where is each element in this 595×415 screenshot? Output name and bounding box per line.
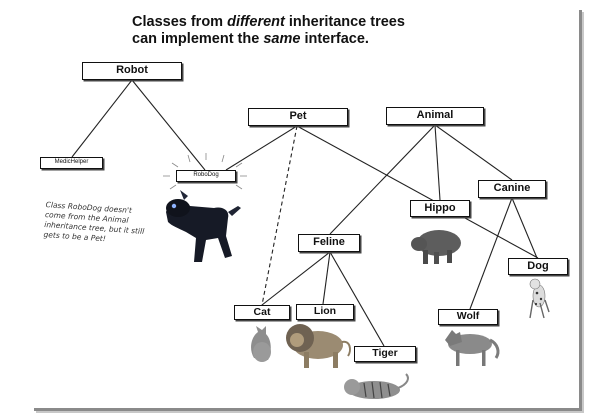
class-box-hippo: Hippo: [410, 200, 470, 217]
class-box-pet: Pet: [248, 108, 348, 126]
edge-feline-cat: [261, 251, 331, 306]
lion-image: [286, 324, 351, 368]
robodog-image: [166, 190, 241, 262]
edge-animal-hippo: [434, 124, 441, 201]
class-box-cat: Cat: [234, 305, 290, 320]
class-box-medichelper: MedicHelper: [40, 157, 103, 169]
class-box-animal: Animal: [386, 107, 484, 125]
edge-feline-tiger: [329, 251, 385, 347]
class-box-dog: Dog: [508, 258, 568, 275]
wolf-image: [445, 330, 500, 366]
edge-robot-medichelper: [71, 79, 133, 158]
class-box-robot: Robot: [82, 62, 182, 80]
class-box-lion: Lion: [296, 304, 354, 320]
edge-animal-canine: [434, 124, 513, 181]
class-box-wolf: Wolf: [438, 309, 498, 325]
edge-canine-wolf: [469, 197, 513, 310]
class-box-feline: Feline: [298, 234, 360, 252]
edge-pet-cat: [261, 125, 298, 306]
class-box-robodog: RoboDog: [176, 170, 236, 182]
dog-image: [529, 278, 550, 319]
robodog-glow: [163, 153, 247, 190]
edge-canine-dog: [511, 197, 538, 259]
class-box-tiger: Tiger: [354, 346, 416, 362]
cat-image: [251, 326, 271, 362]
class-box-canine: Canine: [478, 180, 546, 198]
edge-animal-feline: [329, 124, 436, 235]
hippo-image: [411, 230, 461, 264]
diagram-title: Classes from different inheritance trees…: [132, 14, 405, 47]
edge-feline-lion: [322, 251, 331, 305]
edge-robot-robodog: [131, 79, 206, 171]
tiger-image: [344, 373, 409, 399]
edge-pet-robodog: [225, 125, 298, 171]
